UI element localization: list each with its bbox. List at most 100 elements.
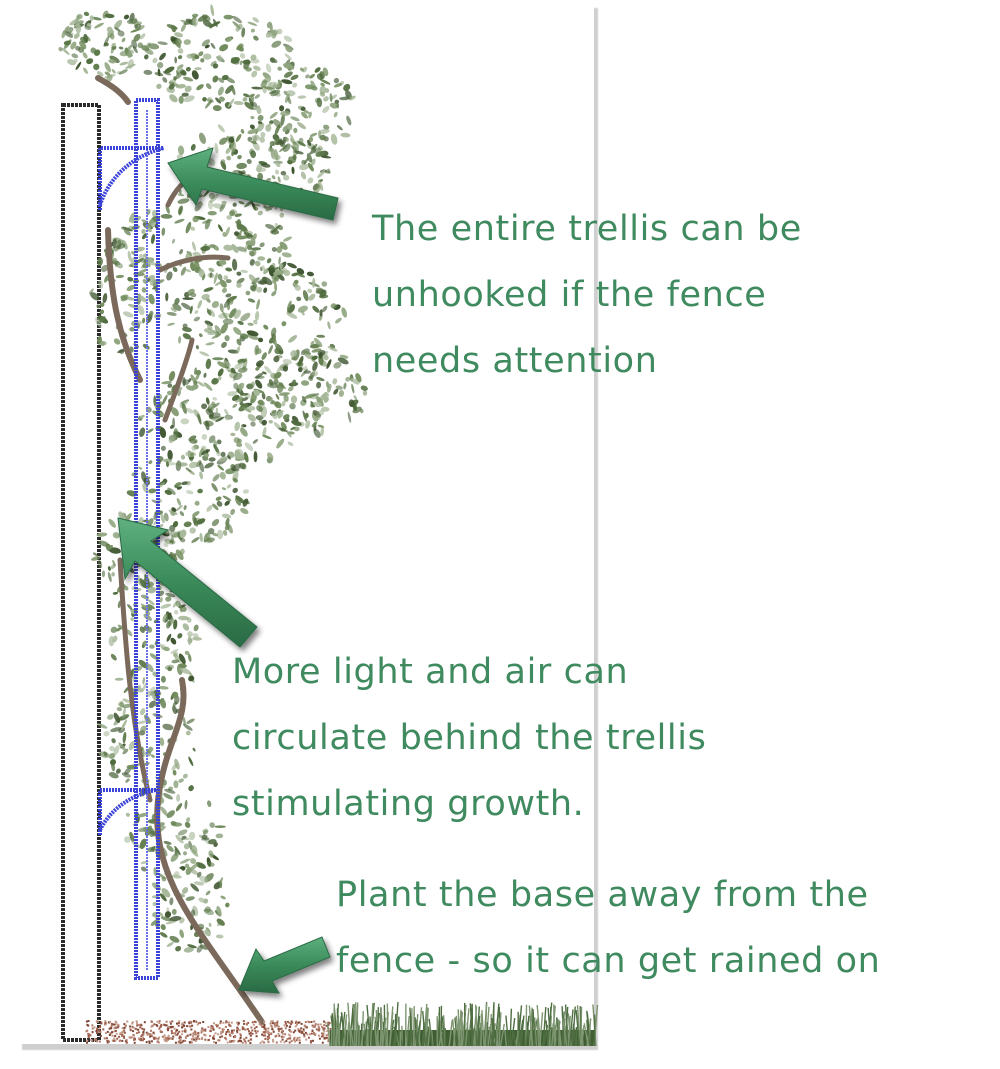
leaf (236, 277, 245, 284)
leaf (181, 866, 186, 871)
soil-speck (229, 1034, 232, 1037)
soil-speck (251, 1021, 254, 1024)
soil-speck (193, 1020, 195, 1022)
leaf (338, 390, 345, 397)
leaf (160, 675, 166, 683)
soil-speck (181, 1033, 184, 1036)
leaf (172, 521, 179, 528)
soil-speck (207, 1039, 210, 1042)
leaf (249, 249, 257, 257)
leaf (303, 370, 311, 374)
soil-speck (322, 1028, 325, 1031)
leaf (193, 624, 199, 632)
soil-speck (262, 1031, 265, 1034)
leaf (116, 707, 123, 712)
soil-speck (244, 1028, 247, 1031)
leaf (225, 902, 230, 908)
leaf (173, 780, 179, 789)
leaf (177, 829, 188, 836)
leaf (187, 653, 192, 662)
soil-speck (298, 1039, 301, 1042)
soil-speck (277, 1032, 280, 1035)
leaf (126, 296, 135, 301)
soil-speck (311, 1030, 314, 1032)
leaf (125, 812, 131, 817)
grass-blade (572, 1006, 576, 1047)
soil-speck (108, 1034, 111, 1036)
soil-speck (137, 1037, 140, 1040)
leaf (304, 353, 313, 360)
soil-speck (156, 1020, 159, 1023)
leaf (216, 905, 222, 917)
grass-blade (575, 1010, 581, 1047)
leaf (234, 213, 242, 217)
leaf (170, 307, 177, 313)
leaf (159, 737, 165, 746)
soil-speck (86, 1039, 89, 1042)
leaf (307, 139, 312, 147)
leaf (107, 714, 114, 720)
leaf (237, 235, 250, 240)
leaf (186, 718, 195, 724)
grass-blade (428, 1018, 433, 1047)
soil-speck (197, 1032, 200, 1035)
leaf (236, 282, 242, 288)
soil-speck (298, 1021, 301, 1024)
leaf (202, 274, 206, 281)
soil-speck (209, 1027, 212, 1030)
soil-speck (115, 1032, 118, 1035)
soil-speck (201, 1030, 204, 1033)
leaf (311, 348, 322, 353)
soil-speck (248, 1032, 251, 1035)
soil-speck (263, 1023, 266, 1026)
leaf (233, 100, 244, 106)
leaf (274, 149, 279, 161)
leaf (240, 333, 249, 340)
leaf (187, 631, 193, 637)
grass-blade (394, 1002, 399, 1047)
leaf (203, 372, 207, 378)
soil-speck (232, 1040, 235, 1043)
leaf (143, 69, 153, 75)
leaf (275, 161, 281, 168)
soil-speck (123, 1027, 126, 1029)
leaf (182, 379, 190, 385)
leaf (220, 160, 226, 170)
grass-blade (430, 1030, 434, 1047)
leaf (178, 602, 183, 613)
leaf (309, 132, 318, 137)
leaf (323, 96, 329, 102)
soil-speck (118, 1035, 121, 1038)
leaf (122, 698, 130, 703)
leaf (253, 206, 259, 211)
leaf (246, 234, 252, 239)
soil-speck (281, 1033, 284, 1036)
soil-speck (271, 1022, 274, 1025)
soil-speck (186, 1034, 189, 1037)
soil-speck (233, 1036, 236, 1039)
leaf (148, 219, 154, 225)
leaf (249, 124, 255, 130)
leaf (140, 414, 145, 419)
leaf (185, 896, 195, 901)
soil-speck (237, 1040, 240, 1043)
leaf (292, 282, 299, 288)
soil-speck (136, 1021, 138, 1024)
leaf (330, 303, 337, 309)
leaf (194, 500, 200, 506)
leaf (231, 244, 239, 253)
leaf (170, 510, 176, 516)
leaf (277, 176, 281, 183)
leaf (254, 94, 260, 99)
leaf (166, 311, 177, 316)
leaf (310, 340, 315, 346)
soil-speck (103, 1037, 106, 1040)
leaf (120, 294, 129, 302)
leaf (176, 497, 182, 506)
leaf (118, 742, 127, 752)
soil-speck (303, 1035, 306, 1038)
leaf (350, 378, 360, 385)
soil-speck (271, 1028, 274, 1031)
leaf (316, 97, 323, 108)
leaf (117, 30, 125, 37)
